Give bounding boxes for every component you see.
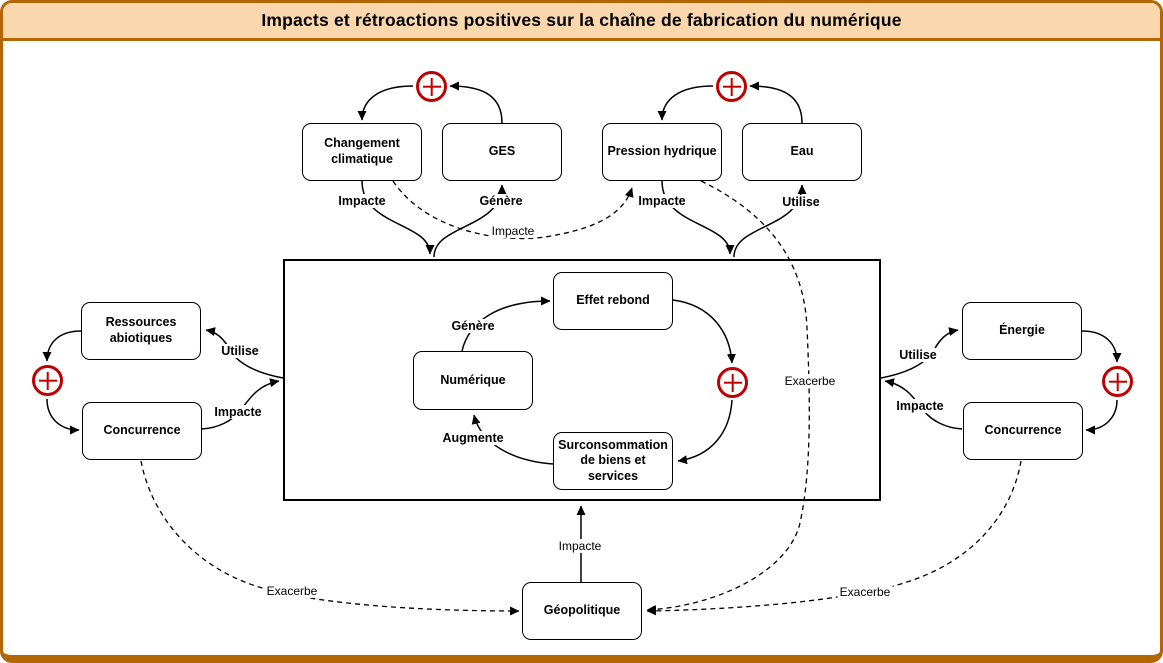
edge-label-exacerbe-vertical: Exacerbe xyxy=(782,374,838,388)
edge-plus-vers-concurrence-droite xyxy=(1085,399,1118,435)
node-label: Géopolitique xyxy=(543,603,621,618)
title-bar: Impacts et rétroactions positives sur la… xyxy=(3,3,1160,41)
node-pression-hydrique: Pression hydrique xyxy=(602,123,722,181)
node-energie: Énergie xyxy=(962,302,1082,360)
node-numerique: Numérique xyxy=(413,351,533,410)
node-ressources-abiotiques: Ressources abiotiques xyxy=(81,302,201,360)
node-label: Surconsommation de biens et services xyxy=(558,437,668,483)
edge-label-exacerbe-droite: Exacerbe xyxy=(837,585,893,599)
positive-feedback-icon-haut-gauche xyxy=(416,71,447,102)
node-label: Pression hydrique xyxy=(607,144,717,159)
page-title: Impacts et rétroactions positives sur la… xyxy=(261,10,902,30)
node-label: Numérique xyxy=(440,372,506,387)
node-geopolitique: Géopolitique xyxy=(522,582,642,640)
edge-label-genere: Génère xyxy=(477,194,525,208)
edge-eau-vers-plus xyxy=(749,81,803,124)
node-label: Énergie xyxy=(999,323,1045,338)
edge-label-augmente: Augmente xyxy=(440,431,506,445)
node-changement-climatique: Changement climatique xyxy=(302,123,422,181)
edge-plus-vers-concurrence-gauche xyxy=(46,398,80,435)
node-label: Changement climatique xyxy=(324,136,400,166)
edge-pression-hydrique-vers-systeme xyxy=(661,180,735,255)
edge-label-impacte: Impacte xyxy=(336,194,388,208)
node-label: Concurrence xyxy=(103,423,181,438)
edge-label-exacerbe-gauche: Exacerbe xyxy=(264,584,320,598)
node-eau: Eau xyxy=(742,123,862,181)
edge-label-impacte-pointille: Impacte xyxy=(489,224,537,238)
node-label: Concurrence xyxy=(984,423,1062,438)
edge-label-impacte: Impacte xyxy=(894,399,946,413)
edge-label-utilise: Utilise xyxy=(897,348,939,362)
edge-label-genere: Génère xyxy=(449,319,497,333)
node-concurrence-gauche: Concurrence xyxy=(82,402,202,460)
node-label: Ressources abiotiques xyxy=(105,315,177,345)
edge-label-utilise: Utilise xyxy=(780,195,822,209)
edge-ges-vers-plus xyxy=(449,81,503,124)
positive-feedback-icon-haut-droite xyxy=(716,71,747,102)
edge-plus-vers-changement-climatique xyxy=(357,85,414,121)
edge-ressources-vers-plus xyxy=(42,330,82,362)
node-ges: GES xyxy=(442,123,562,181)
edge-label-impacte: Impacte xyxy=(212,405,264,419)
positive-feedback-icon-gauche xyxy=(32,365,63,396)
edge-label-impacte-geopolitique: Impacte xyxy=(556,539,604,553)
positive-feedback-icon-centre xyxy=(717,367,748,398)
node-concurrence-droite: Concurrence xyxy=(963,402,1083,460)
edge-changement-climatique-vers-systeme xyxy=(361,180,435,255)
node-label: Eau xyxy=(790,144,814,159)
edge-plus-vers-pression-hydrique xyxy=(657,85,714,121)
node-effet-rebond: Effet rebond xyxy=(553,272,673,330)
edge-energie-vers-plus xyxy=(1081,330,1122,363)
positive-feedback-icon-droite xyxy=(1102,366,1133,397)
edge-label-utilise: Utilise xyxy=(219,344,261,358)
edge-label-impacte: Impacte xyxy=(636,194,688,208)
node-surconsommation: Surconsommation de biens et services xyxy=(553,432,673,490)
node-label: GES xyxy=(488,144,516,159)
node-label: Effet rebond xyxy=(576,293,650,308)
